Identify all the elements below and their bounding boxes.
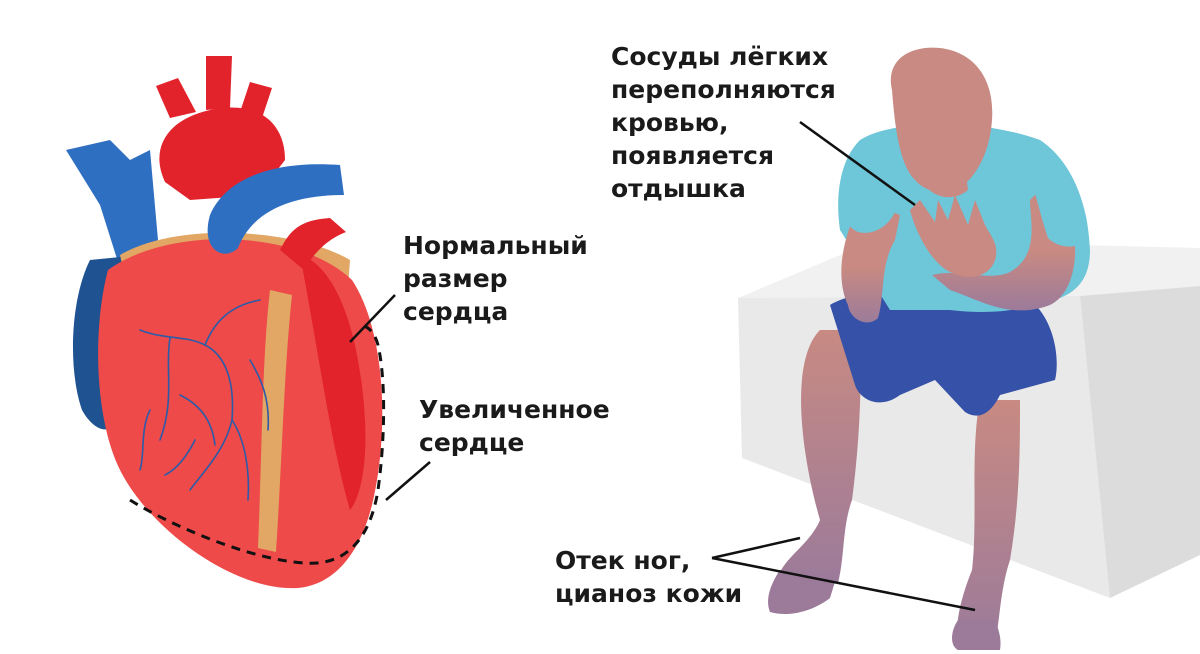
neck: [920, 165, 968, 198]
enlarged-leader-line: [385, 461, 431, 501]
enlarged-heart-line-1: Увеличенное: [419, 395, 610, 424]
left-foot: [768, 570, 838, 615]
legs-leader-line-right-foot: [711, 556, 976, 612]
enlarged-heart-label: Увеличенное сердце: [419, 393, 610, 459]
shorts: [830, 290, 1057, 416]
normal-heart-size-line-3: сердца: [403, 297, 509, 326]
heart-illustration: [66, 56, 386, 589]
leg-edema-label: Отек ног, цианоз кожи: [555, 544, 742, 610]
right-ventricle: [300, 255, 366, 510]
lung-vessels-line-1: Сосуды лёгких: [611, 42, 829, 71]
normal-heart-size-label: Нормальный размер сердца: [403, 229, 588, 328]
normal-size-leader-line: [349, 294, 396, 343]
heart-body: [98, 239, 383, 589]
coronary-vessels: [139, 299, 270, 501]
pulmonary-artery: [280, 218, 346, 270]
normal-heart-size-line-1: Нормальный: [403, 231, 588, 260]
hand-on-chest: [910, 195, 997, 277]
patient-illustration: [738, 47, 1200, 650]
lung-vessels-line-2: переполняются: [611, 75, 836, 104]
right-foot: [952, 620, 1001, 650]
aorta-branch-right: [240, 82, 272, 118]
pulmonary-vein: [207, 164, 344, 254]
superior-vena-cava: [66, 140, 158, 262]
coronary-fat-strip: [258, 290, 292, 552]
leg-edema-line-1: Отек ног,: [555, 546, 691, 575]
seat-box-side: [1080, 286, 1200, 598]
head: [890, 47, 993, 193]
aorta-branch-left: [156, 78, 196, 118]
lung-vessels-label: Сосуды лёгких переполняются кровью, появ…: [611, 40, 836, 205]
left-leg: [778, 330, 861, 583]
left-sleeve: [1028, 150, 1089, 247]
right-sleeve: [842, 170, 896, 233]
aorta-branch-middle: [206, 56, 232, 110]
left-arm: [932, 180, 1076, 311]
leg-edema-line-2: цианоз кожи: [555, 579, 743, 608]
lungs-leader-line: [799, 120, 916, 207]
lung-vessels-line-5: отдышка: [611, 174, 746, 203]
legs-leader-line-left-foot: [711, 536, 801, 560]
lung-vessels-line-4: появляется: [611, 141, 775, 170]
normal-heart-size-line-2: размер: [403, 264, 508, 293]
enlarged-heart-line-2: сердце: [419, 428, 525, 457]
right-leg: [957, 400, 1020, 644]
enlarged-heart-outline: [129, 323, 386, 565]
lung-vessels-line-3: кровью,: [611, 108, 729, 137]
